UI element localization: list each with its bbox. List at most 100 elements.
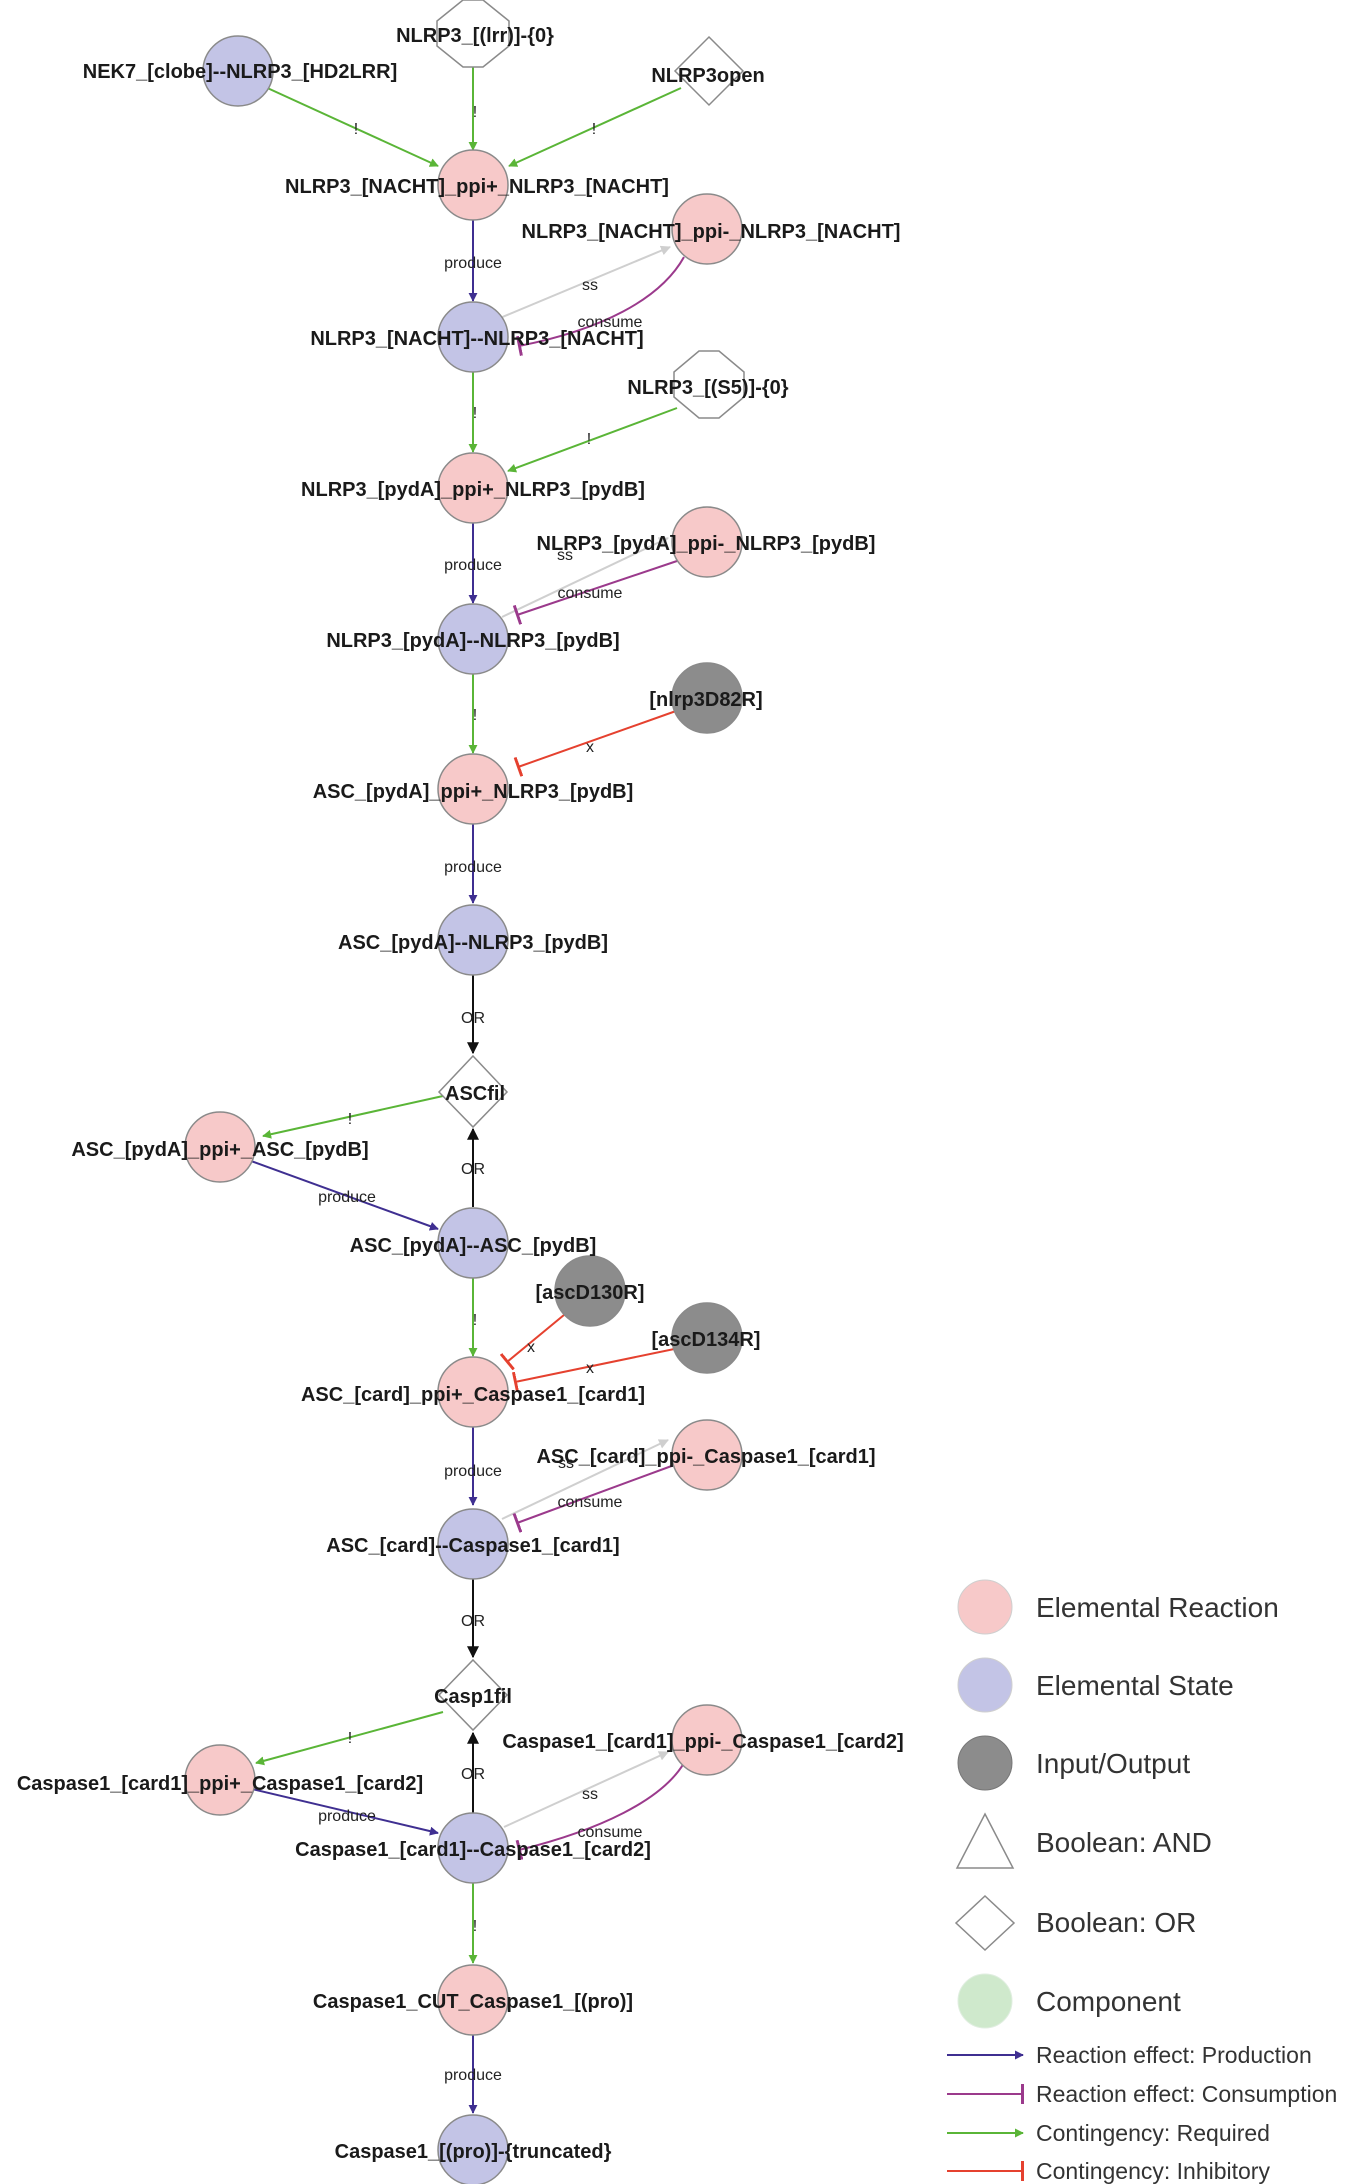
edge-ss-nacht <box>499 245 671 319</box>
node-label-ascd134r: [ascD134R] <box>652 1329 761 1351</box>
label-required: ! <box>348 1730 352 1747</box>
elemental-reaction-node[interactable] <box>437 452 509 524</box>
node-label-nacht-state: NLRP3_[NACHT]--NLRP3_[NACHT] <box>310 328 643 350</box>
elemental-state-node[interactable] <box>437 1812 509 1884</box>
edge-required-casp1fil <box>255 1711 444 1766</box>
node-labels: NLRP3_[(lrr)]-{0} NEK7_[clobe]--NLRP3_[H… <box>17 25 904 2163</box>
node-label-c1c2-ppi-plus: Caspase1_[card1]_ppi+_Caspase1_[card2] <box>17 1773 423 1795</box>
edge-inhibitory-d134r <box>511 1346 685 1392</box>
legend-label-component: Component <box>1036 1986 1181 2017</box>
input-output-node[interactable] <box>671 662 743 734</box>
label-inhibitory: x <box>527 1339 535 1356</box>
legend-label-or: Boolean: OR <box>1036 1907 1196 1938</box>
elemental-reaction-node[interactable] <box>671 193 743 265</box>
legend-label-required: Contingency: Required <box>1036 2120 1270 2146</box>
node-label-ascd130r: [ascD130R] <box>536 1282 645 1304</box>
node-label-c1c2-state: Caspase1_[card1]--Caspase1_[card2] <box>295 1839 651 1861</box>
label-required: ! <box>473 405 477 422</box>
elemental-reaction-node[interactable] <box>437 149 509 221</box>
legend-and-triangle-icon <box>955 1812 1015 1869</box>
label-produce: produce <box>318 1189 376 1206</box>
boolean-or-diamond[interactable] <box>437 1054 509 1129</box>
edge-required-s50 <box>507 407 678 473</box>
node-label-asc-asc-ppi: ASC_[pydA]_ppi+_ASC_[pydB] <box>71 1139 368 1161</box>
edge-consume-nacht <box>516 256 685 357</box>
label-consume: consume <box>578 314 643 331</box>
edge-required-nek7 <box>262 85 439 167</box>
edge-consume-c1c2 <box>515 1762 685 1860</box>
elemental-reaction-node[interactable] <box>437 1356 509 1428</box>
legend-component-swatch <box>957 1973 1013 2029</box>
node-label-pyd-state: NLRP3_[pydA]--NLRP3_[pydB] <box>326 630 619 652</box>
state-octagon[interactable] <box>436 0 510 68</box>
legend-reaction-swatch <box>957 1579 1013 1635</box>
label-consume: consume <box>558 1494 623 1511</box>
edge-ss-pyd <box>501 537 669 618</box>
node-label-s50: NLRP3_[(S5)]-{0} <box>627 377 788 399</box>
node-label-c1c2-ppi-minus: Caspase1_[card1]_ppi-_Caspase1_[card2] <box>502 1731 903 1753</box>
state-octagon[interactable] <box>673 350 745 419</box>
label-required: ! <box>587 431 591 448</box>
edge-labels: ! ! ! produce ss consume ! ! produce ss … <box>318 104 642 2084</box>
label-produce: produce <box>444 1463 502 1480</box>
elemental-state-node[interactable] <box>437 1508 509 1580</box>
elemental-state-node[interactable] <box>437 2114 509 2184</box>
elemental-state-node[interactable] <box>202 35 274 107</box>
edge-ss-card <box>501 1439 669 1520</box>
legend-label-production: Reaction effect: Production <box>1036 2042 1312 2068</box>
elemental-reaction-node[interactable] <box>671 1419 743 1491</box>
label-consume: consume <box>578 1824 643 1841</box>
elemental-reaction-node[interactable] <box>184 1111 256 1183</box>
node-label-nek7: NEK7_[clobe]--NLRP3_[HD2LRR] <box>83 61 397 83</box>
label-produce: produce <box>444 2067 502 2084</box>
legend-io-swatch <box>957 1735 1013 1791</box>
node-label-card-ppi-plus: ASC_[card]_ppi+_Caspase1_[card1] <box>301 1384 645 1406</box>
node-label-nacht-ppi-minus: NLRP3_[NACHT]_ppi-_NLRP3_[NACHT] <box>522 221 901 243</box>
label-inhibitory: x <box>586 739 594 756</box>
elemental-reaction-node[interactable] <box>184 1744 256 1816</box>
elemental-reaction-node[interactable] <box>437 1964 509 2036</box>
edge-consume-pyd <box>512 560 678 625</box>
boolean-or-diamond[interactable] <box>437 1658 509 1732</box>
edge-required-open <box>508 87 682 167</box>
node-label-cut: Caspase1_CUT_Caspase1_[(pro)] <box>313 1991 633 2013</box>
label-or: OR <box>461 1161 485 1178</box>
node-label-lrr0: NLRP3_[(lrr)]-{0} <box>396 25 554 47</box>
elemental-state-node[interactable] <box>437 301 509 373</box>
node-label-nlrp3open: NLRP3open <box>651 65 764 87</box>
edge-produce-asc-asc <box>250 1160 439 1231</box>
edges <box>250 56 685 2114</box>
label-produce: produce <box>444 255 502 272</box>
edge-inhibitory-d130r <box>499 1309 571 1371</box>
elemental-state-node[interactable] <box>437 603 509 675</box>
node-label-ascfil: ASCfil <box>445 1083 505 1105</box>
boolean-or-diamond[interactable] <box>673 35 745 107</box>
label-required: ! <box>348 1111 352 1128</box>
label-or: OR <box>461 1613 485 1630</box>
node-label-nlrp3d82r: [nlrp3D82R] <box>649 689 762 711</box>
elemental-reaction-node[interactable] <box>671 506 743 578</box>
edge-ss-c1c2 <box>503 1751 669 1828</box>
label-required: ! <box>473 1918 477 1935</box>
edge-produce-c1c2 <box>251 1788 439 1836</box>
node-label-pyd-ppi-minus: NLRP3_[pydA]_ppi-_NLRP3_[pydB] <box>537 533 876 555</box>
input-output-node[interactable] <box>554 1255 626 1327</box>
input-output-node[interactable] <box>671 1302 743 1374</box>
label-or: OR <box>461 1010 485 1027</box>
elemental-reaction-node[interactable] <box>671 1704 743 1776</box>
elemental-reaction-node[interactable] <box>437 753 509 825</box>
label-required: ! <box>473 1312 477 1329</box>
label-produce: produce <box>318 1808 376 1825</box>
node-label-casp1fil: Casp1fil <box>434 1686 512 1708</box>
label-ss: ss <box>557 547 573 564</box>
legend-label-reaction: Elemental Reaction <box>1036 1592 1279 1623</box>
elemental-state-node[interactable] <box>437 1207 509 1279</box>
label-produce: produce <box>444 557 502 574</box>
node-label-asc-nlrp3-ppi: ASC_[pydA]_ppi+_NLRP3_[pydB] <box>313 781 634 803</box>
legend-label-consumption: Reaction effect: Consumption <box>1036 2081 1337 2107</box>
node-label-card-ppi-minus: ASC_[card]_ppi-_Caspase1_[card1] <box>536 1446 875 1468</box>
elemental-state-node[interactable] <box>437 904 509 976</box>
node-label-truncated: Caspase1_[(pro)]-{truncated} <box>335 2141 612 2163</box>
edge-consume-card <box>512 1463 678 1533</box>
